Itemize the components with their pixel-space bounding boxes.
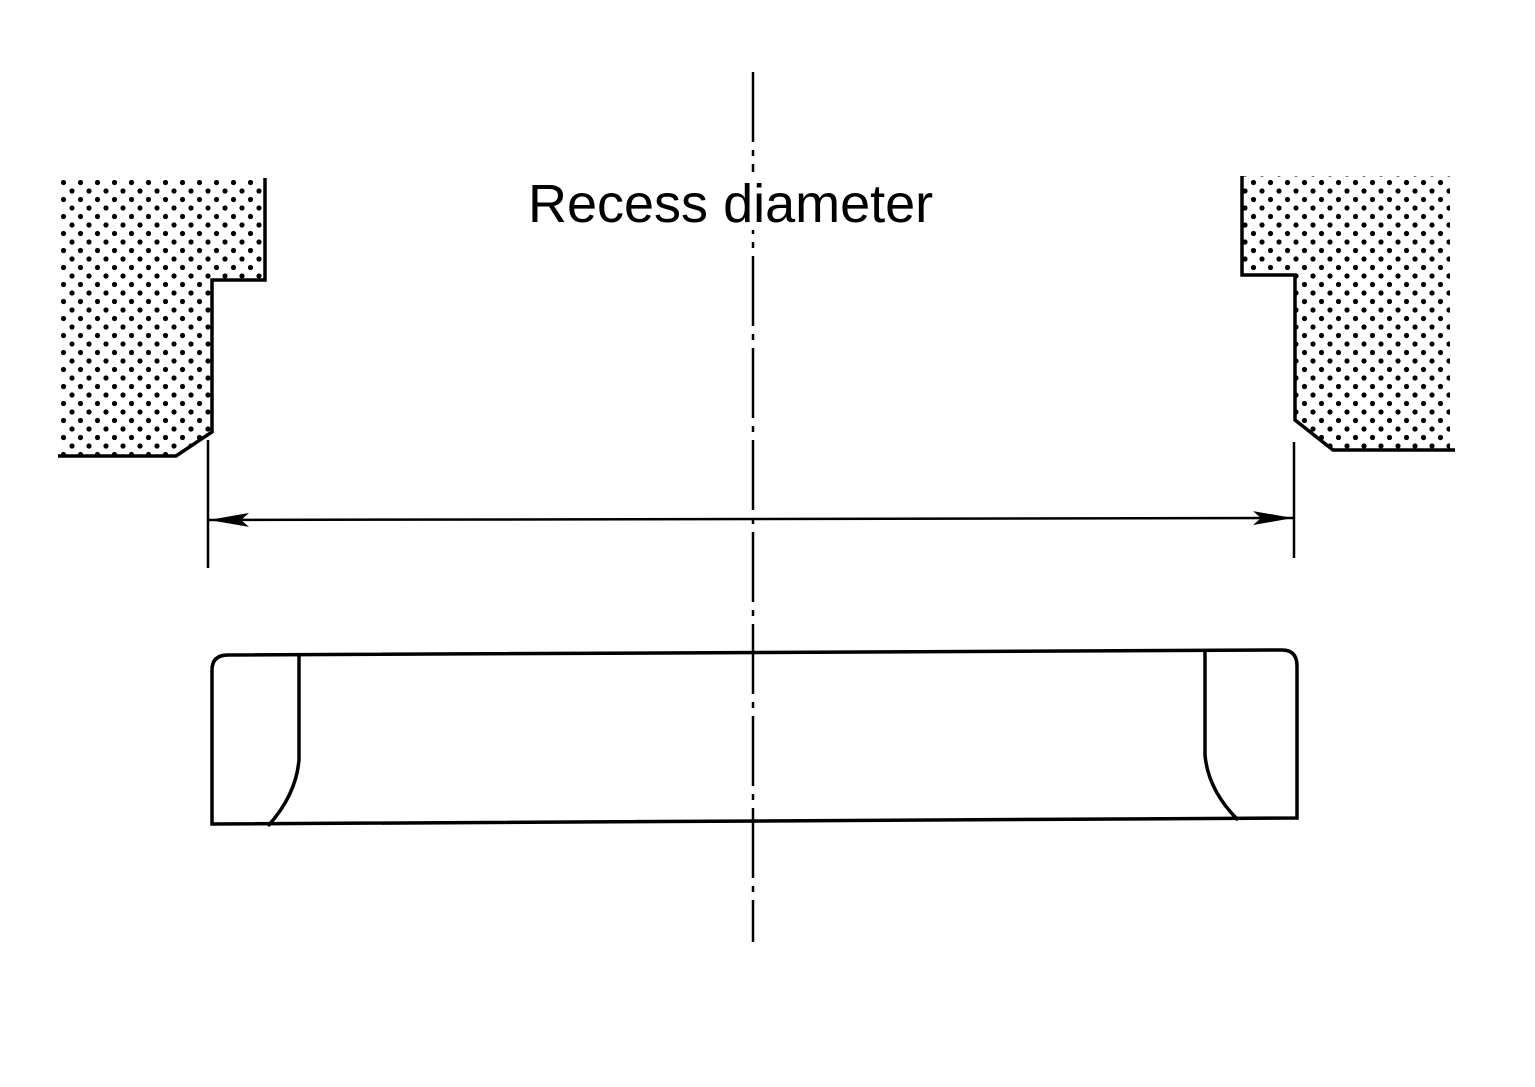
right-housing-outline <box>1240 176 1455 452</box>
label-gap <box>742 172 764 230</box>
left-housing-fill <box>58 180 265 456</box>
right-housing-fill <box>1242 176 1450 450</box>
left-housing <box>58 178 267 458</box>
left-housing-outline <box>58 178 267 458</box>
right-housing <box>1240 176 1455 452</box>
seal-ring <box>210 648 1299 828</box>
seal-ring-outline <box>210 648 1299 826</box>
seal-ring-left-lip <box>266 656 301 828</box>
seal-ring-right-lip <box>1203 651 1240 822</box>
recess-diameter-label: Recess diameter <box>528 174 933 234</box>
dimension-line <box>208 511 1294 527</box>
